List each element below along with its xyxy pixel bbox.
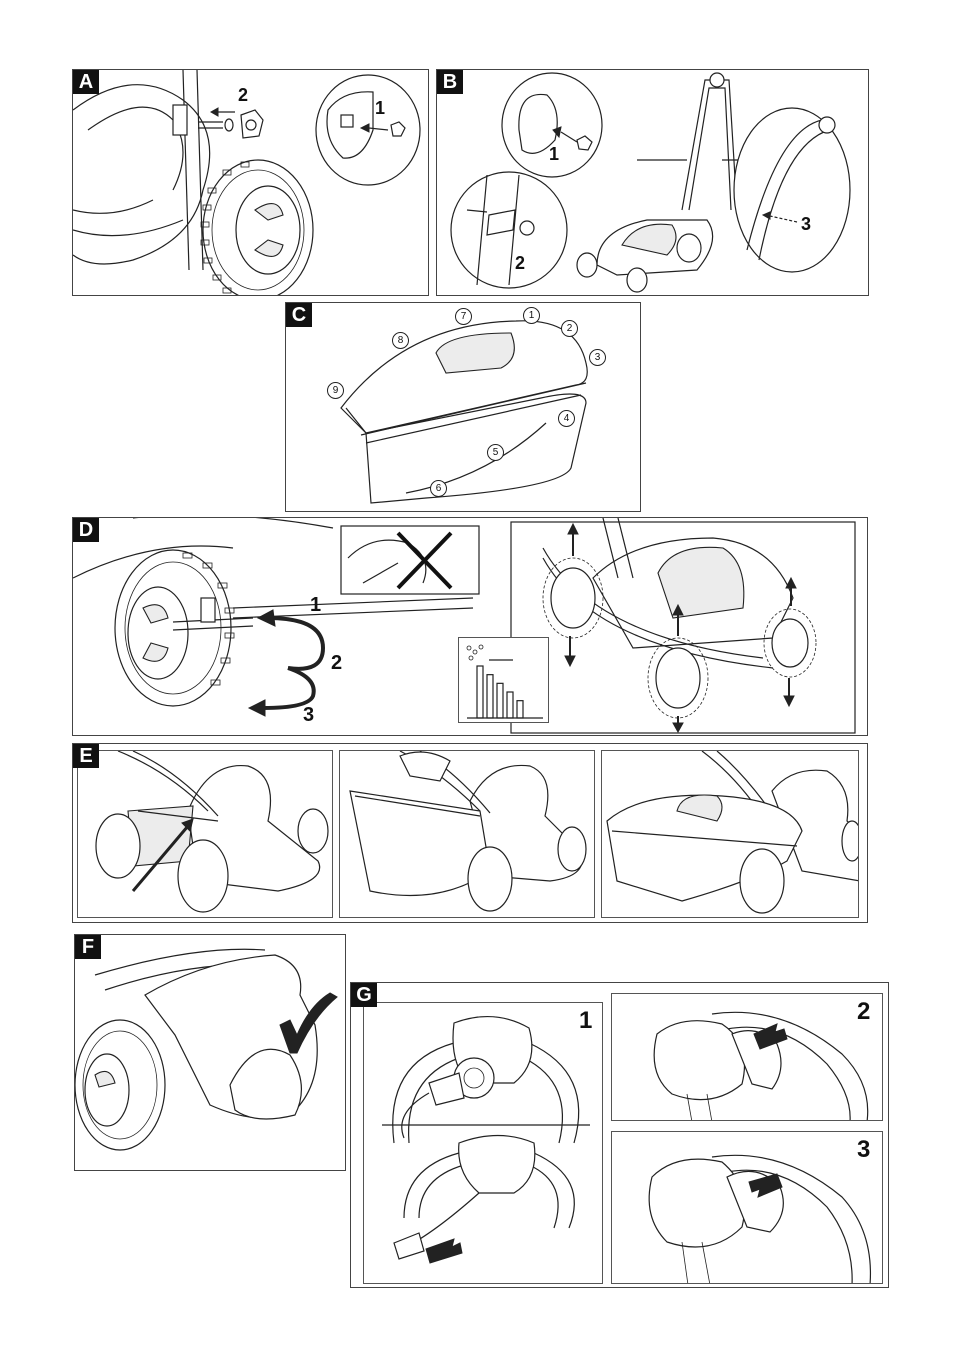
panel-e: E [72, 743, 868, 923]
part-9: 9 [327, 382, 344, 399]
panel-d: D [72, 517, 868, 736]
panel-g-step-1: 1 [363, 1002, 603, 1284]
height-bar [507, 692, 513, 718]
part-3: 3 [589, 349, 606, 366]
panel-d-label: D [73, 518, 99, 542]
panel-f: F [74, 934, 346, 1171]
height-chart-svg [459, 638, 549, 723]
panel-g-step-2: 2 [611, 993, 883, 1121]
panel-a-label: A [73, 70, 99, 94]
panel-b-step-1: 1 [549, 144, 559, 165]
part-1: 1 [523, 307, 540, 324]
panel-d-step-2: 2 [331, 652, 342, 675]
panel-d-step-1: 1 [310, 594, 321, 617]
height-bar [477, 666, 483, 718]
panel-b-step-2: 2 [515, 253, 525, 274]
panel-b-label: B [437, 70, 463, 94]
height-bar [487, 675, 493, 718]
part-2: 2 [561, 320, 578, 337]
panel-a: A 2 1 [72, 69, 429, 296]
panel-e-step-open-flap [77, 750, 333, 918]
height-bar [497, 683, 503, 718]
panel-e-label: E [73, 744, 99, 768]
panel-g: G 1 2 [350, 982, 889, 1288]
panel-c-illustration [286, 303, 641, 512]
panel-g-label: G [351, 983, 377, 1007]
panel-a-step-2: 2 [238, 85, 248, 106]
cutting-height-bar-chart-icon [458, 637, 549, 723]
panel-b-step-3: 3 [801, 214, 811, 235]
part-4: 4 [558, 410, 575, 427]
panel-g-step-3-number: 3 [857, 1136, 870, 1164]
part-7: 7 [455, 308, 472, 325]
height-bar [517, 701, 523, 718]
panel-g-step-1-number: 1 [579, 1007, 592, 1035]
panel-e-step-box-fitted [601, 750, 859, 918]
panel-b-illustration [437, 70, 869, 296]
panel-g-step-2-number: 2 [857, 998, 870, 1026]
panel-f-label: F [75, 935, 101, 959]
panel-a-step-1: 1 [375, 98, 385, 119]
panel-c: C 7 1 2 8 3 9 4 5 6 [285, 302, 641, 512]
part-6: 6 [430, 480, 447, 497]
panel-g-step-3: 3 [611, 1131, 883, 1284]
panel-b: B 1 2 3 [436, 69, 869, 296]
part-5: 5 [487, 444, 504, 461]
grass-clippings [467, 645, 483, 660]
panel-f-illustration [75, 935, 346, 1171]
panel-c-label: C [286, 303, 312, 327]
panel-e-step-hang-box [339, 750, 595, 918]
part-8: 8 [392, 332, 409, 349]
panel-d-step-3: 3 [303, 704, 314, 727]
